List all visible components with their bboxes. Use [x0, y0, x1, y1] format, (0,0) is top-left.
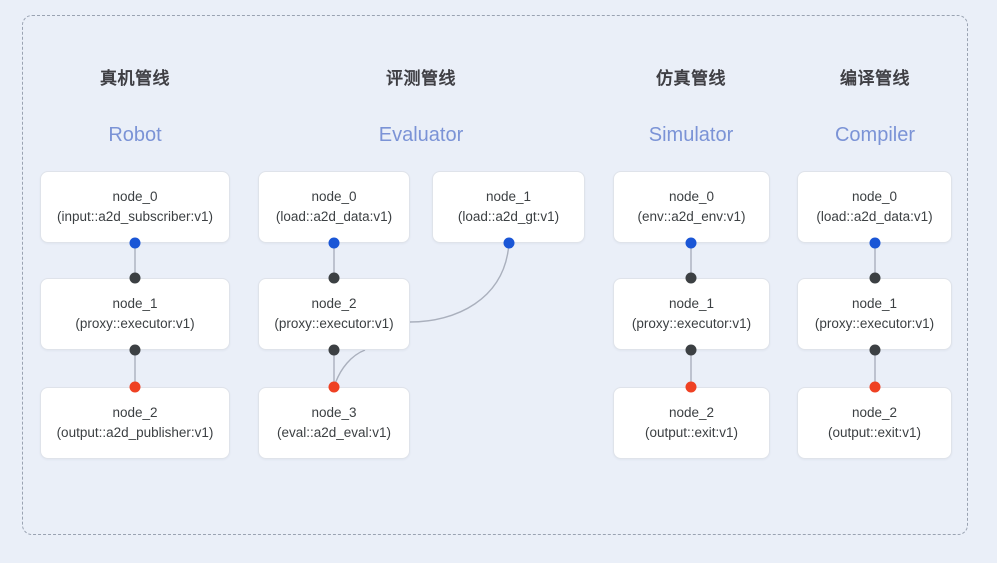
port-out-evaluator-1[interactable]	[503, 237, 515, 249]
port-out-simulator-0[interactable]	[685, 237, 697, 249]
node-type: (output::exit:v1)	[644, 425, 739, 440]
node-type: (proxy::executor:v1)	[274, 316, 394, 331]
node-type: (env::a2d_env:v1)	[637, 209, 746, 224]
node-compiler-2[interactable]: node_2 (output::exit:v1)	[797, 387, 952, 459]
port-in-evaluator-3[interactable]	[328, 381, 340, 393]
node-name: node_2	[668, 405, 715, 420]
port-out-compiler-1[interactable]	[869, 344, 881, 356]
port-out-simulator-1[interactable]	[685, 344, 697, 356]
node-name: node_1	[485, 189, 532, 204]
node-type: (proxy::executor:v1)	[75, 316, 195, 331]
node-name: node_1	[668, 296, 715, 311]
node-name: node_2	[311, 296, 357, 311]
column-title-en-compiler: Compiler	[834, 124, 916, 146]
port-in-compiler-1[interactable]	[869, 272, 881, 284]
port-out-evaluator-2[interactable]	[328, 344, 340, 356]
node-name: node_2	[112, 405, 158, 420]
port-out-robot-0[interactable]	[129, 237, 141, 249]
column-title-cn-compiler: 编译管线	[840, 69, 910, 88]
column-title-en-evaluator: Evaluator	[378, 124, 464, 146]
node-type: (load::a2d_data:v1)	[816, 209, 933, 224]
port-in-simulator-1[interactable]	[685, 272, 697, 284]
node-evaluator-3[interactable]: node_3 (eval::a2d_eval:v1)	[258, 387, 410, 459]
port-in-simulator-2[interactable]	[685, 381, 697, 393]
port-out-compiler-0[interactable]	[869, 237, 881, 249]
node-compiler-1[interactable]: node_1 (proxy::executor:v1)	[797, 278, 952, 350]
port-out-evaluator-0[interactable]	[328, 237, 340, 249]
node-evaluator-0[interactable]: node_0 (load::a2d_data:v1)	[258, 171, 410, 243]
node-name: node_3	[311, 405, 357, 420]
node-type: (output::exit:v1)	[827, 425, 922, 440]
column-title-cn-simulator: 仿真管线	[656, 69, 726, 88]
node-robot-0[interactable]: node_0 (input::a2d_subscriber:v1)	[40, 171, 230, 243]
port-out-robot-1[interactable]	[129, 344, 141, 356]
node-type: (load::a2d_data:v1)	[275, 209, 393, 224]
port-in-robot-1[interactable]	[129, 272, 141, 284]
port-in-compiler-2[interactable]	[869, 381, 881, 393]
node-robot-1[interactable]: node_1 (proxy::executor:v1)	[40, 278, 230, 350]
node-type: (eval::a2d_eval:v1)	[276, 425, 392, 440]
node-simulator-1[interactable]: node_1 (proxy::executor:v1)	[613, 278, 770, 350]
node-robot-2[interactable]: node_2 (output::a2d_publisher:v1)	[40, 387, 230, 459]
node-name: node_0	[112, 189, 158, 204]
node-name: node_2	[851, 405, 898, 420]
node-name: node_1	[112, 296, 158, 311]
port-in-evaluator-2[interactable]	[328, 272, 340, 284]
column-title-cn-evaluator: 评测管线	[386, 69, 456, 88]
node-simulator-0[interactable]: node_0 (env::a2d_env:v1)	[613, 171, 770, 243]
node-type: (proxy::executor:v1)	[814, 316, 935, 331]
node-type: (load::a2d_gt:v1)	[457, 209, 560, 224]
node-type: (output::a2d_publisher:v1)	[56, 425, 214, 440]
port-in-robot-2[interactable]	[129, 381, 141, 393]
column-title-cn-robot: 真机管线	[100, 69, 170, 88]
node-name: node_0	[311, 189, 357, 204]
node-type: (proxy::executor:v1)	[631, 316, 752, 331]
node-simulator-2[interactable]: node_2 (output::exit:v1)	[613, 387, 770, 459]
column-title-en-robot: Robot	[108, 124, 162, 146]
node-type: (input::a2d_subscriber:v1)	[56, 209, 214, 224]
node-name: node_0	[668, 189, 715, 204]
node-evaluator-2[interactable]: node_2 (proxy::executor:v1)	[258, 278, 410, 350]
column-title-en-simulator: Simulator	[648, 124, 734, 146]
node-compiler-0[interactable]: node_0 (load::a2d_data:v1)	[797, 171, 952, 243]
node-name: node_1	[851, 296, 898, 311]
node-evaluator-1[interactable]: node_1 (load::a2d_gt:v1)	[432, 171, 585, 243]
node-name: node_0	[851, 189, 898, 204]
